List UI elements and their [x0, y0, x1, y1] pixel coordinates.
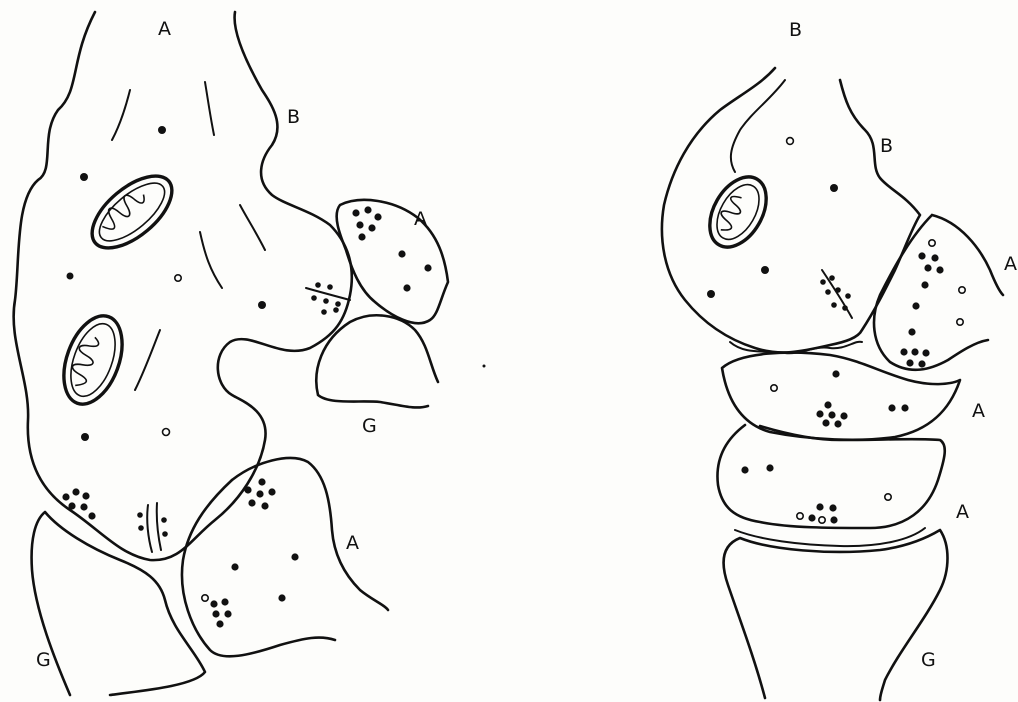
label-left-a-lower: A: [346, 532, 359, 554]
left-terminal-a-lower-base: [182, 480, 335, 656]
left-glial-g-lower: [32, 512, 205, 695]
right-vesicle: [707, 290, 715, 298]
label-right-b: B: [880, 135, 893, 157]
right-mitochondrion: [698, 167, 778, 257]
label-left-top-a: A: [158, 18, 171, 40]
label-right-top-b: B: [789, 19, 802, 41]
left-vesicle-ring: [163, 429, 170, 436]
left-filament-2: [205, 82, 214, 135]
left-filament-4: [200, 232, 222, 288]
label-left-b: B: [287, 106, 300, 128]
left-vesicle: [158, 126, 166, 134]
right-glial-g: [724, 530, 948, 700]
stray-mark: [483, 365, 486, 368]
left-filament-5: [135, 330, 160, 390]
left-vesicle-ring: [175, 275, 181, 281]
left-vesicle: [258, 301, 266, 309]
left-vesicle: [81, 433, 89, 441]
label-left-a-upper-right: A: [414, 208, 427, 230]
left-filament-3: [240, 205, 265, 250]
left-terminal-a-upper: [337, 200, 448, 323]
left-terminal-a-lower: [232, 458, 388, 610]
label-right-a-side: A: [1004, 253, 1017, 275]
right-process-b-inner-curve: [731, 80, 785, 172]
left-panel: [14, 12, 448, 695]
left-synaptic-ribbon-upper: [306, 282, 350, 315]
left-mitochondrion-lower: [53, 308, 133, 412]
label-right-g-bottom: G: [921, 649, 936, 671]
right-vesicle: [830, 184, 838, 192]
right-panel: [662, 68, 1003, 700]
right-synaptic-cleft-lower: [735, 528, 925, 546]
left-mitochondrion-upper: [80, 163, 184, 261]
right-terminal-a-side-vesicles: [900, 240, 965, 368]
right-vesicle-ring: [787, 138, 794, 145]
left-vesicle: [67, 273, 74, 280]
right-terminal-a-middle-vesicles: [771, 370, 909, 427]
right-terminal-a-lower-vesicles: [741, 464, 891, 523]
left-terminal-a-lower-vesicles: [202, 478, 299, 627]
right-synaptic-ribbon: [820, 270, 852, 318]
label-left-g-right: G: [362, 415, 377, 437]
label-right-a-middle: A: [972, 400, 985, 422]
right-vesicle: [761, 266, 769, 274]
left-synaptic-ribbon-b: [137, 503, 168, 552]
right-terminal-a-lower: [717, 425, 944, 528]
left-filament-1: [112, 90, 130, 140]
right-process-b-outline: [662, 68, 920, 352]
left-vesicle: [80, 173, 88, 181]
label-left-g-bottom: G: [36, 649, 51, 671]
left-process-b-outline: [14, 12, 352, 560]
right-terminal-a-side: [874, 215, 1003, 370]
label-right-a-lower: A: [956, 501, 969, 523]
